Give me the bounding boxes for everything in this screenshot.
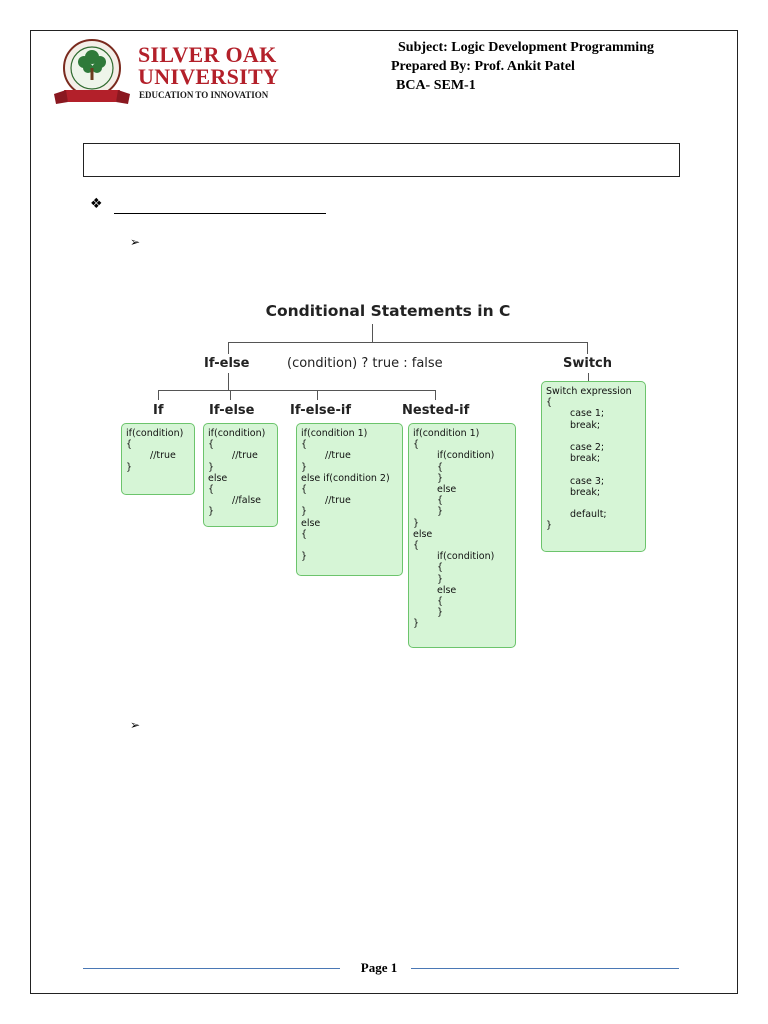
code-line: break; — [570, 419, 601, 431]
code-line: } — [437, 472, 444, 484]
code-line: if(condition) — [437, 551, 495, 563]
code-line: else — [301, 517, 321, 529]
code-box-if: if(condition){ //true} — [121, 423, 195, 495]
code-box-if-else: if(condition){//true}else{//false} — [203, 423, 278, 527]
code-line — [546, 498, 641, 509]
logo-tagline: EDUCATION TO INNOVATION — [139, 90, 269, 100]
code-line: } — [413, 517, 420, 529]
heading-underline — [114, 213, 326, 214]
subject-line: Subject: Logic Development Programming — [398, 40, 654, 55]
label-nested-if: Nested-if — [402, 403, 470, 418]
code-line: } — [437, 506, 444, 518]
code-line: if(condition) — [208, 428, 266, 439]
university-logo: SILVER OAK UNIVERSITY EDUCATION TO INNOV… — [50, 38, 290, 108]
code-line: } — [413, 618, 420, 630]
code-line: } — [301, 551, 308, 563]
connector — [317, 390, 318, 400]
page-number: Page 1 — [360, 960, 398, 975]
footer-rule-right — [411, 968, 679, 969]
connector — [158, 390, 436, 391]
code-line: } — [208, 461, 215, 473]
logo-name-line2: UNIVERSITY — [138, 64, 280, 89]
code-line — [546, 464, 641, 475]
prepared-by-line: Prepared By: Prof. Ankit Patel — [391, 59, 575, 74]
code-line: { — [413, 540, 420, 552]
label-if-else-top: If-else — [204, 356, 250, 371]
code-box-nested-if: if(condition 1){if(condition){}else{}}el… — [408, 423, 516, 648]
code-line: case 2; — [570, 442, 605, 454]
code-box-if-else-if: if(condition 1){//true}else if(condition… — [296, 423, 403, 576]
connector — [435, 390, 436, 400]
code-line: if(condition) — [126, 428, 184, 439]
code-line: default; — [570, 509, 607, 521]
code-line: { — [301, 439, 308, 451]
code-line: } — [437, 607, 444, 619]
connector — [587, 342, 588, 354]
code-line: case 3; — [570, 475, 605, 487]
code-line: break; — [570, 453, 601, 465]
logo-name: SILVER OAK UNIVERSITY — [138, 44, 279, 88]
code-line: //false — [232, 495, 262, 507]
code-line: { — [437, 461, 444, 473]
university-emblem-icon — [54, 39, 130, 104]
page-border — [30, 30, 738, 994]
connector — [372, 324, 373, 342]
code-line: else — [437, 484, 457, 496]
label-if-else-if: If-else-if — [290, 403, 351, 418]
code-line: } — [301, 506, 308, 518]
code-line: } — [546, 520, 553, 532]
label-switch: Switch — [563, 356, 613, 371]
code-line: } — [437, 573, 444, 585]
connector — [228, 342, 229, 354]
code-line: //true — [325, 450, 351, 462]
connector — [230, 390, 231, 400]
code-line: } — [301, 461, 308, 473]
code-line: //true — [150, 450, 176, 462]
code-line: { — [437, 596, 444, 608]
connector — [228, 373, 229, 390]
code-line: { — [301, 484, 308, 496]
code-line: { — [126, 439, 133, 451]
code-line: else — [437, 584, 457, 596]
label-if-else: If-else — [209, 403, 255, 418]
code-line — [546, 431, 641, 442]
code-line: if(condition) — [437, 450, 495, 462]
arrow-bullet-icon: ➢ — [130, 718, 141, 732]
code-line: { — [437, 562, 444, 574]
diagram-title: Conditional Statements in C — [265, 302, 511, 320]
label-if: If — [153, 403, 164, 418]
code-line: { — [413, 439, 420, 451]
code-line: Switch expression — [546, 386, 632, 397]
code-line — [301, 540, 398, 551]
diamond-bullet-icon: ❖ — [90, 196, 103, 212]
code-line: { — [208, 439, 215, 451]
code-line: { — [208, 484, 215, 496]
label-ternary: (condition) ? true : false — [287, 356, 443, 371]
code-line: { — [437, 495, 444, 507]
code-line: if(condition 1) — [301, 428, 368, 439]
code-line: else if(condition 2) — [301, 472, 390, 484]
code-line: } — [126, 461, 133, 473]
code-line: break; — [570, 486, 601, 498]
code-line: //true — [232, 450, 258, 462]
code-line: if(condition 1) — [413, 428, 480, 439]
footer-rule-left — [83, 968, 340, 969]
code-line: { — [546, 397, 553, 409]
connector — [588, 373, 589, 381]
class-line: BCA- SEM-1 — [396, 78, 476, 93]
logo-name-line1: SILVER OAK — [138, 42, 277, 67]
connector — [158, 390, 159, 400]
code-line: } — [208, 506, 215, 518]
code-line: else — [208, 472, 228, 484]
arrow-bullet-icon: ➢ — [130, 235, 141, 249]
code-line: { — [301, 528, 308, 540]
code-box-switch: Switch expression{case 1;break; case 2;b… — [541, 381, 646, 552]
code-line: else — [413, 528, 433, 540]
section-title-box — [83, 143, 680, 177]
connector — [228, 342, 588, 343]
code-line: //true — [325, 495, 351, 507]
code-line: case 1; — [570, 408, 605, 420]
